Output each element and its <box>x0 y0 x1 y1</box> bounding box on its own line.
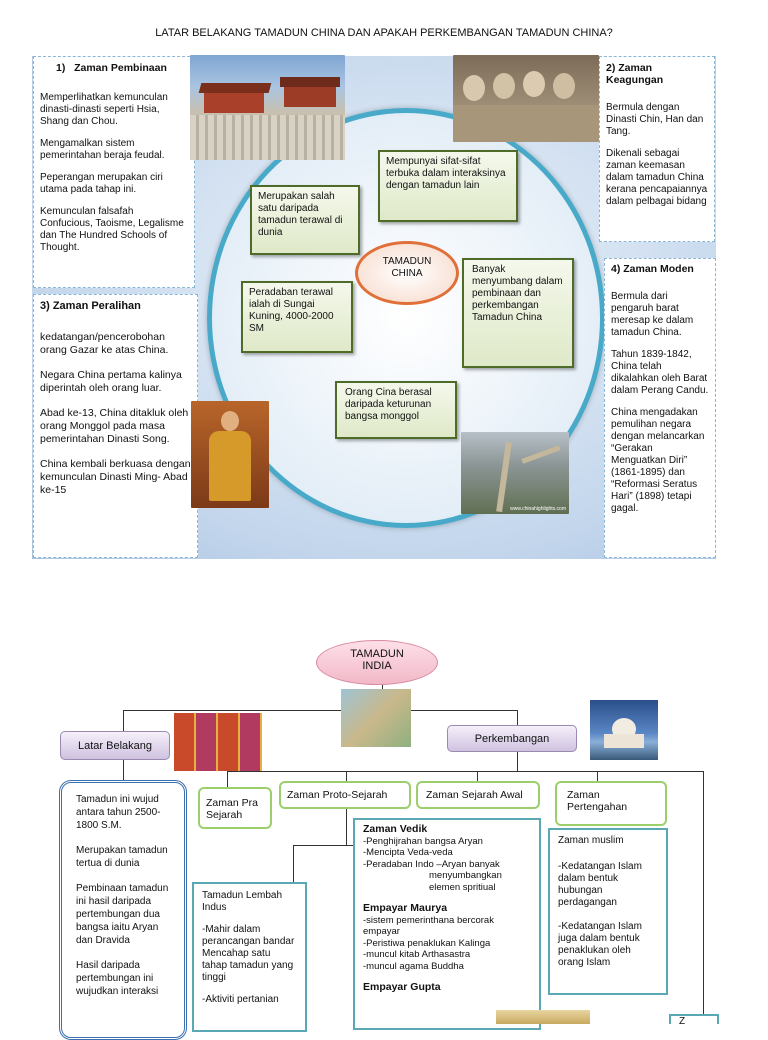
text: Bermula dari pengaruh barat meresap ke d… <box>611 291 694 338</box>
text: -Kedatangan Islam juga dalam bentuk pena… <box>558 921 642 968</box>
perkembangan-node: Perkembangan <box>447 725 577 752</box>
forbidden-city-photo <box>190 55 345 160</box>
great-wall-photo: www.chinahighlights.com <box>461 432 569 514</box>
center-tamadun-china: TAMADUN CHINA <box>355 241 459 305</box>
text: Tamadun ini wujud antara tahun 2500-1800… <box>76 794 161 831</box>
center-label: TAMADUN CHINA <box>382 256 432 279</box>
terracotta-warriors-photo <box>453 55 599 142</box>
node-label: Zaman Sejarah Awal <box>426 789 523 801</box>
node-label: Perkembangan <box>474 733 550 745</box>
heading-zaman-pembinaan: 1) Zaman Pembinaan <box>56 62 167 74</box>
latar-belakang-node: Latar Belakang <box>60 731 170 760</box>
text: Memperlihatkan kemunculan dinasti-dinast… <box>40 92 168 127</box>
text: Bermula dengan Dinasti Chin, Han dan Tan… <box>606 102 704 137</box>
text: -muncul agama Buddha <box>363 960 464 972</box>
box-sifat-terbuka: Mempunyai sifat-sifat terbuka dalam inte… <box>378 150 518 222</box>
text: -Penghijrahan bangsa Aryan <box>363 835 483 847</box>
gupta-title: Empayar Gupta <box>363 981 441 993</box>
heading-zaman-peralihan: 3) Zaman Peralihan <box>40 300 141 312</box>
node-label: Zaman Pertengahan <box>567 789 628 813</box>
zaman-sejarah-awal-node: Zaman Sejarah Awal <box>416 781 540 809</box>
maurya-title: Empayar Maurya <box>363 902 448 914</box>
heading-zaman-keagungan: 2) Zaman Keagungan <box>606 62 664 86</box>
center-tamadun-india: TAMADUN INDIA <box>316 640 438 685</box>
indus-title: Tamadun Lembah Indus <box>202 890 283 913</box>
text: China mengadakan pemulihan negara dengan… <box>611 407 705 514</box>
text: China kembali berkuasa dengan kemunculan… <box>40 458 191 496</box>
node-label: Z <box>679 1016 686 1027</box>
node-label: Zaman Pra Sejarah <box>206 797 258 821</box>
text: Tahun 1839-1842, China telah dikalahkan … <box>611 349 709 396</box>
text: -Peristiwa penaklukan Kalinga <box>363 937 491 949</box>
text: -Aktiviti pertanian <box>202 994 279 1005</box>
left-background-box: Tamadun ini wujud antara tahun 2500-1800… <box>59 780 187 1040</box>
box-tamadun-terawal: Merupakan salah satu daripada tamadun te… <box>250 185 360 255</box>
heading-zaman-moden: 4) Zaman Moden <box>611 263 694 275</box>
text: Mencahap satu tahap tamadun yang tinggi <box>202 948 294 983</box>
text: Dikenali sebagai zaman keemasan dalam ta… <box>606 148 708 207</box>
text: Peperangan merupakan ciri utama pada tah… <box>40 172 163 195</box>
text: -Peradaban Indo –Aryan banyak <box>363 858 500 870</box>
zaman-muslim-box: Zaman muslim -Kedatangan Islam dalam ben… <box>548 828 668 995</box>
text: Abad ke-13, China ditakluk oleh orang Mo… <box>40 407 189 445</box>
text: Kemunculan falsafah Confucious, Taoisme,… <box>40 206 184 253</box>
emperor-painting <box>191 401 269 508</box>
text: -muncul kitab Arthasastra <box>363 949 471 960</box>
text: -sistem pemerinthana bercorak empayar <box>363 914 494 938</box>
zaman-pertengahan-node: Zaman Pertengahan <box>555 781 667 826</box>
muslim-title: Zaman muslim <box>558 835 624 846</box>
india-map-image <box>341 689 411 747</box>
gupta-art-image <box>496 1010 590 1024</box>
zaman-vedik-box: Zaman Vedik -Penghijrahan bangsa Aryan -… <box>353 818 541 1030</box>
box-banyak-menyumbang: Banyak menyumbang dalam pembinaan dan pe… <box>462 258 574 368</box>
zaman-pra-sejarah-node: Zaman Pra Sejarah <box>198 787 272 829</box>
box-peradaban-terawal: Peradaban terawal ialah di Sungai Kuning… <box>241 281 353 353</box>
text: Pembinaan tamadun ini hasil daripada per… <box>76 883 169 946</box>
hindu-deities-image <box>174 713 262 771</box>
panel-zaman-pembinaan: 1) Zaman Pembinaan Memperlihatkan kemunc… <box>33 56 195 288</box>
box-orang-cina: Orang Cina berasal daripada keturunan ba… <box>335 381 457 439</box>
taj-mahal-photo <box>590 700 658 760</box>
text: -Mahir dalam perancangan bandar <box>202 924 295 947</box>
text: menyumbangkan elemen spritiual <box>429 870 502 893</box>
text: -Kedatangan Islam dalam bentuk hubungan … <box>558 861 642 908</box>
center-label: TAMADUN INDIA <box>350 648 404 672</box>
node-label: Latar Belakang <box>78 740 152 752</box>
text: Merupakan tamadun tertua di dunia <box>76 845 168 869</box>
text: Mengamalkan sistem pemerintahan beraja f… <box>40 138 165 161</box>
vedik-title: Zaman Vedik <box>363 823 428 835</box>
text: Hasil daripada pertembungan ini wujudkan… <box>76 960 159 997</box>
photo-caption: www.chinahighlights.com <box>510 506 566 512</box>
text: -Mencipta Veda-veda <box>363 847 453 858</box>
panel-zaman-peralihan: 3) Zaman Peralihan kedatangan/penceroboh… <box>33 294 198 558</box>
node-label: Zaman Proto-Sejarah <box>287 789 388 801</box>
text: kedatangan/pencerobohan orang Gazar ke a… <box>40 331 169 356</box>
text: Negara China pertama kalinya diperintah … <box>40 369 182 394</box>
page-title: LATAR BELAKANG TAMADUN CHINA DAN APAKAH … <box>155 27 613 39</box>
panel-zaman-moden: 4) Zaman Moden Bermula dari pengaruh bar… <box>604 258 716 558</box>
tamadun-lembah-indus-box: Tamadun Lembah Indus -Mahir dalam peranc… <box>192 882 307 1032</box>
zaman-proto-sejarah-node: Zaman Proto-Sejarah <box>279 781 411 809</box>
right-edge-node: Z <box>669 1014 719 1027</box>
panel-zaman-keagungan: 2) Zaman Keagungan Bermula dengan Dinast… <box>599 56 715 242</box>
